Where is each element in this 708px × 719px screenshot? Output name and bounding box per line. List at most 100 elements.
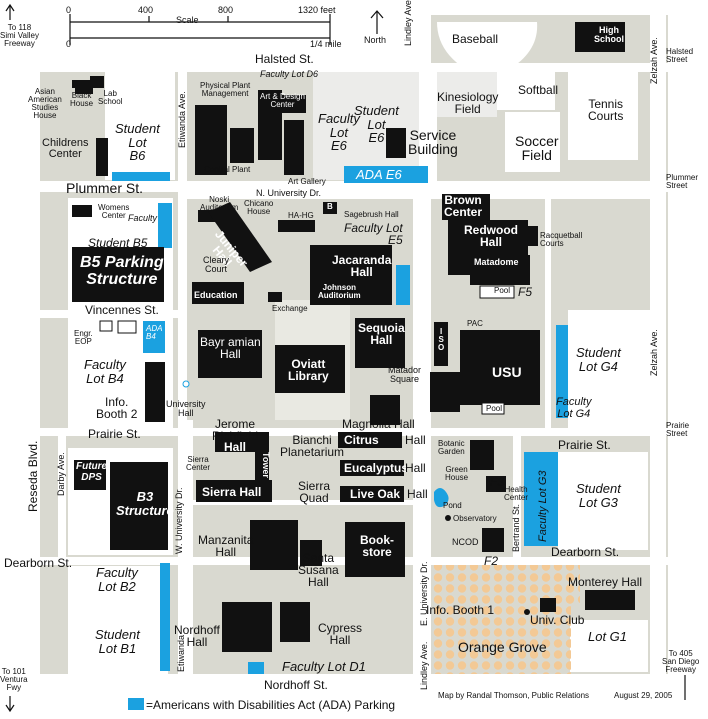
- jr-hall-building: [215, 432, 259, 452]
- ne-path: [431, 70, 437, 181]
- plummer-street-label: Plummer St.: [66, 180, 144, 196]
- univ-club-label: Univ. Club: [530, 613, 585, 627]
- matador-square-label: Matador Square: [388, 365, 422, 384]
- sierra-hall-building: [196, 480, 272, 502]
- pond-label: Pond: [443, 501, 462, 510]
- b1-lot-area: [68, 566, 168, 674]
- arrow-to-118-head: [5, 3, 15, 12]
- b4-outline-building: [117, 320, 137, 334]
- childrens-center-label: Childrens Center: [42, 137, 89, 160]
- faculty-lot-g3-label: Faculty Lot G3: [537, 470, 549, 542]
- lab-school-label: Lab School: [98, 89, 123, 106]
- tennis-courts: [568, 70, 638, 160]
- eucalyptus-hall-label: Hall: [405, 461, 426, 475]
- to-101-label: To 101 Ventura Fwy: [0, 667, 28, 692]
- scale-mile-label: 1/4 mile: [310, 39, 342, 49]
- magnolia-hall-label: Magnolia Hall: [342, 417, 415, 431]
- cleary-court-label: Cleary Court: [203, 255, 230, 274]
- east-service-road: [545, 199, 551, 428]
- sierra-center-label: Sierra Center: [186, 455, 211, 472]
- g1-lot-area: [570, 620, 648, 672]
- sierra-tower-label: Tower: [261, 452, 271, 478]
- pond-shape: [434, 488, 449, 508]
- manzanita-hall-label: Manzanita Hall: [198, 533, 254, 559]
- zelzah-ave: [650, 0, 666, 714]
- n-university-label: N. University Dr.: [256, 188, 322, 198]
- womens-center-building: [72, 205, 92, 217]
- botanic-garden-label: Botanic Garden: [438, 439, 465, 456]
- green-house-label: Green House: [445, 465, 469, 482]
- ada-b1-zone: [160, 563, 170, 671]
- education-building: [192, 282, 244, 304]
- ada-legend-swatch: [128, 698, 144, 710]
- cypress-hall-label: Cypress Hall: [318, 621, 363, 647]
- etiwanda-ave: [178, 72, 187, 674]
- art-center-block: [260, 95, 306, 113]
- student-lot-e6-label: Student Lot E6: [354, 103, 399, 146]
- vincennes-street-label: Vincennes St.: [85, 303, 159, 317]
- map-date: August 29, 2005: [614, 691, 673, 700]
- monterey-hall-label: Monterey Hall: [568, 575, 643, 589]
- santa-susana-building: [300, 540, 322, 566]
- north-arrow-head: [370, 10, 384, 19]
- ada-parking: [112, 166, 568, 710]
- bayramian-building: [198, 330, 262, 378]
- childrens-center-building: [96, 138, 108, 176]
- faculty-lot-b2-label: Faculty Lot B2: [96, 565, 138, 594]
- f5-label: F5: [518, 285, 533, 299]
- brown-center-building: [442, 194, 490, 220]
- pool-north-outline: [479, 285, 515, 299]
- faculty-lot-d6-label: Faculty Lot D6: [260, 69, 319, 79]
- health-building: [486, 476, 506, 492]
- central-plant-label: Central Plant: [204, 165, 251, 174]
- e-university-dr: [413, 199, 419, 674]
- ada-g4-zone: [556, 325, 568, 418]
- student-lot-b1-label: Student Lot B1: [95, 627, 140, 656]
- arrow-to-101-head: [5, 704, 15, 713]
- pool-south-outline: [481, 402, 505, 415]
- map-credit: Map by Randal Thomson, Public Relations: [438, 691, 590, 700]
- direction-arrows: [5, 3, 686, 713]
- future-dps-label: Future DPS: [76, 461, 108, 483]
- ada-e5-zone: [396, 265, 410, 305]
- faculty-lot-d1-label: Faculty Lot D1: [282, 659, 366, 674]
- bookstore-building: [345, 522, 405, 577]
- kinesiology-field: [437, 72, 497, 117]
- bookstore-label: Book- store: [360, 533, 394, 559]
- soccer-field-label: Soccer Field: [515, 133, 559, 163]
- high-school-label: High School: [594, 25, 625, 44]
- live-oak-hall-label: Hall: [407, 487, 428, 501]
- iso-label: I S O: [438, 327, 445, 352]
- nordhoff-hall-label: Nordhoff Hall: [174, 623, 220, 649]
- student-lot-g3-label: Student Lot G3: [576, 481, 621, 510]
- g4-lot-area: [568, 310, 650, 428]
- w-university-dr: [187, 420, 193, 674]
- green-house-building: [470, 440, 494, 470]
- reseda-blvd: [26, 0, 40, 714]
- oviatt-library-label: Oviatt Library: [288, 357, 329, 383]
- citrus-hall-label: Hall: [405, 433, 426, 447]
- exchange-building: [268, 292, 282, 302]
- halsted-street-label: Halsted St.: [255, 52, 314, 66]
- nordhoff-street-label: Nordhoff St.: [264, 678, 328, 692]
- ada-b5-zone: [158, 203, 172, 248]
- black-house-building: [72, 80, 82, 88]
- baseball-label: Baseball: [452, 32, 499, 46]
- jerome-richfield-label: Jerome Richfield: [212, 417, 259, 443]
- oviatt-building: [275, 345, 345, 393]
- sequoia-hall-label: Sequoia Hall: [358, 321, 405, 347]
- vincennes-street: [40, 310, 180, 318]
- faculty-lot-b4-label: Faculty Lot B4: [84, 357, 126, 386]
- buildings: [72, 22, 635, 652]
- johnson-auditorium-label: Johnson Auditorium: [318, 283, 361, 300]
- usu-annex: [430, 372, 460, 412]
- ada-e6-zone: [344, 166, 428, 183]
- lab-school-building: [90, 76, 104, 88]
- softball-field: [497, 72, 555, 110]
- black-house-label: Black House: [70, 91, 94, 108]
- usu-building: [460, 330, 540, 405]
- santa-susana-label: Santa Susana Hall: [298, 551, 339, 589]
- eucalyptus-building: [340, 460, 404, 476]
- sierra-tower-building: [255, 432, 269, 490]
- g3-lot-area: [558, 452, 648, 550]
